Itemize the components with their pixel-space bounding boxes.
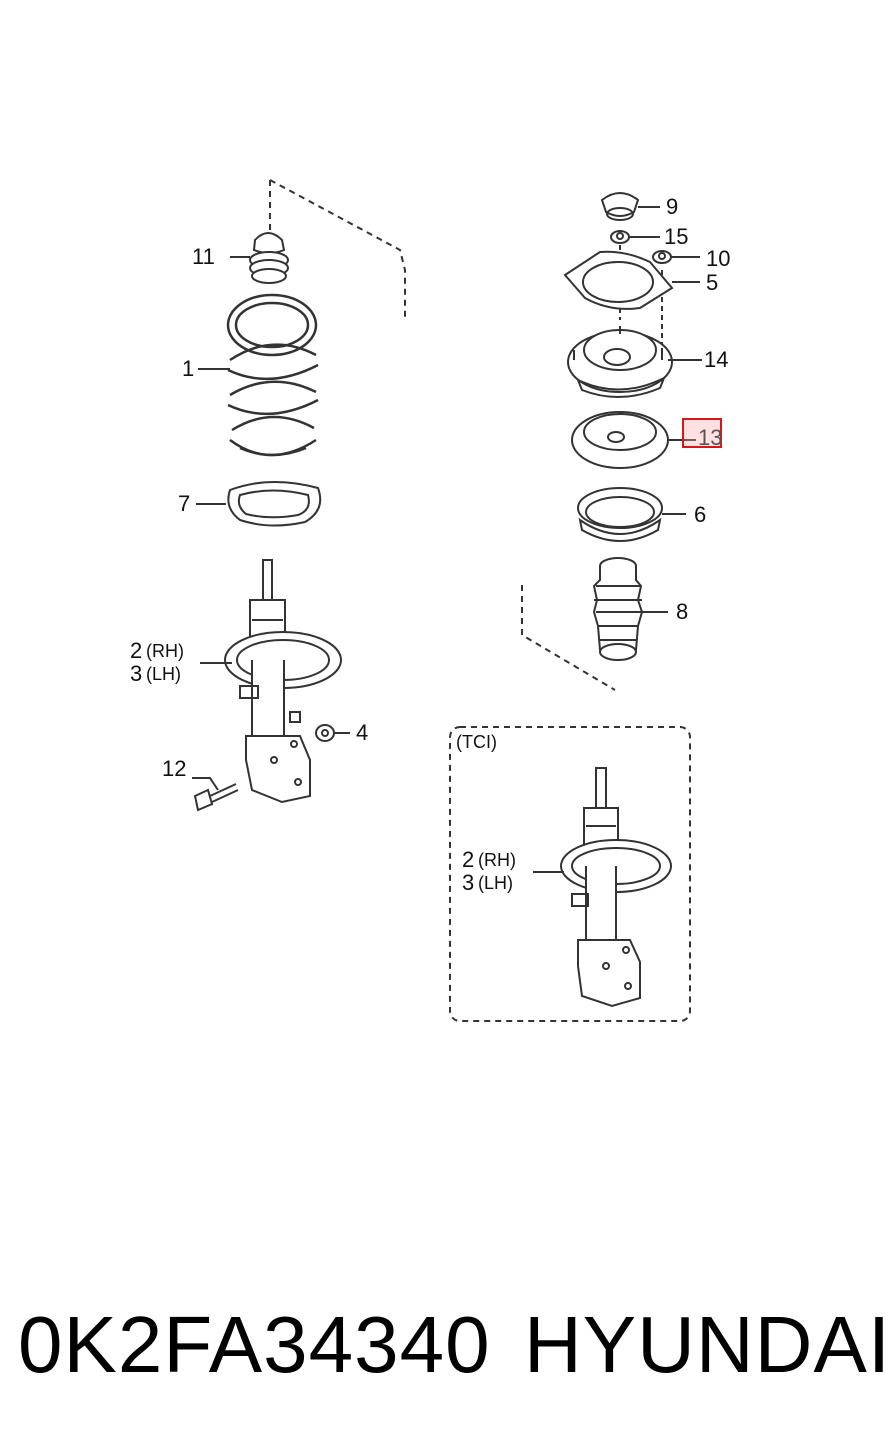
brand-name: HYUNDAI bbox=[524, 1300, 886, 1389]
callout-10[interactable]: 10 bbox=[706, 246, 731, 271]
dashed-guide-right bbox=[521, 585, 616, 691]
bearing-part-13 bbox=[571, 411, 696, 469]
callout-2-side: (RH) bbox=[146, 641, 184, 661]
callout-6[interactable]: 6 bbox=[694, 502, 707, 527]
coil-spring-part-1 bbox=[198, 293, 319, 457]
callout-3[interactable]: 3 bbox=[130, 661, 143, 686]
bolt-part-12 bbox=[192, 777, 239, 812]
dashed-guide-left bbox=[269, 179, 406, 318]
mounting-plate-part-5 bbox=[563, 250, 700, 310]
callout-5[interactable]: 5 bbox=[706, 270, 719, 295]
callout-11[interactable]: 11 bbox=[192, 244, 215, 269]
tci-callout-2[interactable]: 2 bbox=[462, 847, 475, 872]
callout-12[interactable]: 12 bbox=[162, 756, 187, 781]
strut-assembly-left bbox=[200, 559, 342, 804]
strut-mount-part-14 bbox=[567, 326, 702, 398]
spring-pad-part-7 bbox=[196, 481, 322, 527]
callout-7[interactable]: 7 bbox=[178, 491, 191, 516]
nut-part-4 bbox=[315, 724, 350, 742]
tci-title: (TCI) bbox=[456, 732, 497, 752]
callout-13[interactable]: 13 bbox=[698, 425, 723, 450]
callout-8[interactable]: 8 bbox=[676, 599, 689, 624]
nut-part-10 bbox=[652, 250, 700, 264]
cap-part-9 bbox=[600, 192, 660, 221]
part-number: 0K2FA34340 bbox=[18, 1300, 491, 1389]
callout-1[interactable]: 1 bbox=[182, 356, 195, 381]
nut-part-15 bbox=[610, 230, 660, 244]
strut-assembly-tci bbox=[533, 767, 672, 1008]
callout-3-side: (LH) bbox=[146, 664, 181, 684]
dust-boot-part-8 bbox=[592, 557, 668, 661]
bump-stopper-part-11 bbox=[230, 232, 289, 284]
callout-15[interactable]: 15 bbox=[664, 224, 689, 249]
tci-callout-2-side: (RH) bbox=[478, 850, 516, 870]
tci-callout-3[interactable]: 3 bbox=[462, 870, 475, 895]
tci-callout-3-side: (LH) bbox=[478, 873, 513, 893]
highlight-part-13[interactable] bbox=[682, 418, 722, 448]
callout-2[interactable]: 2 bbox=[130, 638, 143, 663]
callout-14[interactable]: 14 bbox=[704, 347, 729, 372]
callout-9[interactable]: 9 bbox=[666, 194, 679, 219]
callout-4[interactable]: 4 bbox=[356, 720, 369, 745]
spring-seat-part-6 bbox=[577, 487, 686, 542]
tci-box-outline bbox=[449, 726, 691, 1022]
